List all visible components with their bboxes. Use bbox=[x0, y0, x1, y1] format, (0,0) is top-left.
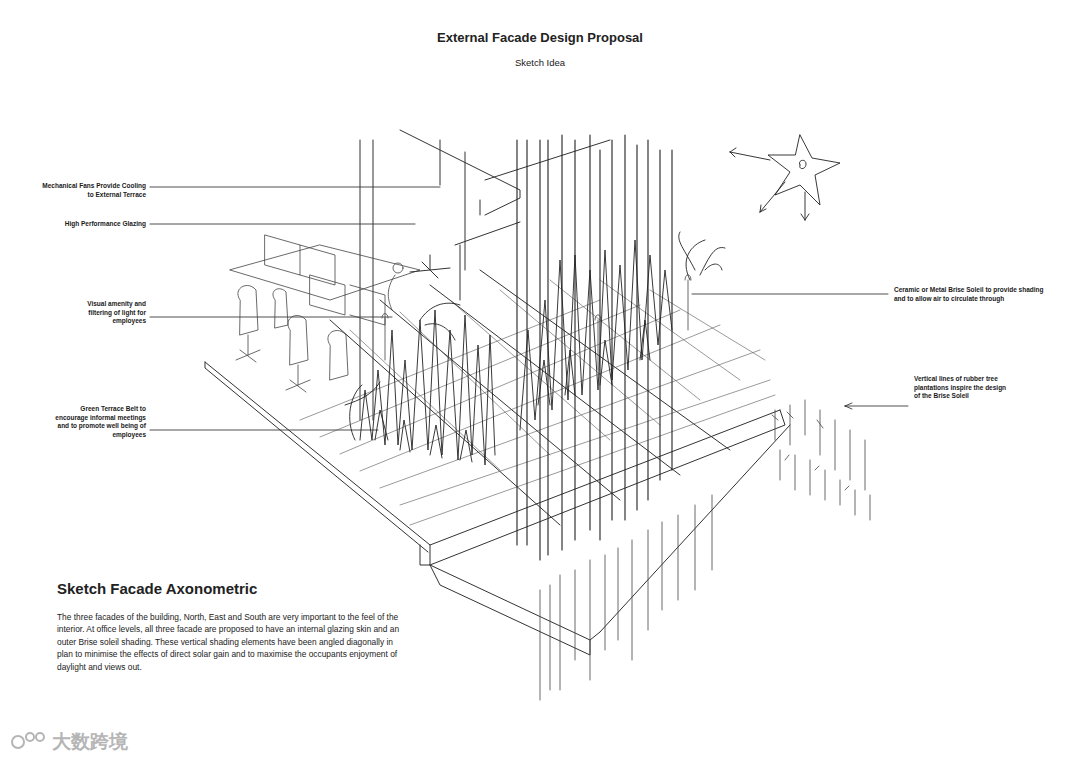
watermark: 大数跨境 bbox=[52, 729, 128, 755]
section-heading: Sketch Facade Axonometric bbox=[57, 580, 457, 597]
callout-label: Mechanical Fans Provide Cooling to Exter… bbox=[41, 182, 146, 199]
callout-label: High Performance Glazing bbox=[41, 220, 146, 229]
leader-lines bbox=[150, 187, 908, 430]
callout-label: Visual amenity and filtering of light fo… bbox=[74, 300, 146, 326]
page-subtitle: Sketch Idea bbox=[440, 57, 640, 68]
callout-label: Ceramic or Metal Brise Soleil to provide… bbox=[894, 286, 1044, 303]
callout-label: Green Terrace Belt to encourage informal… bbox=[48, 405, 146, 439]
callout-label: Vertical lines of rubber tree plantation… bbox=[914, 375, 1009, 401]
watermark-icon bbox=[12, 733, 44, 748]
body-paragraph: The three facades of the building, North… bbox=[57, 611, 409, 673]
page-title: External Facade Design Proposal bbox=[340, 30, 740, 45]
